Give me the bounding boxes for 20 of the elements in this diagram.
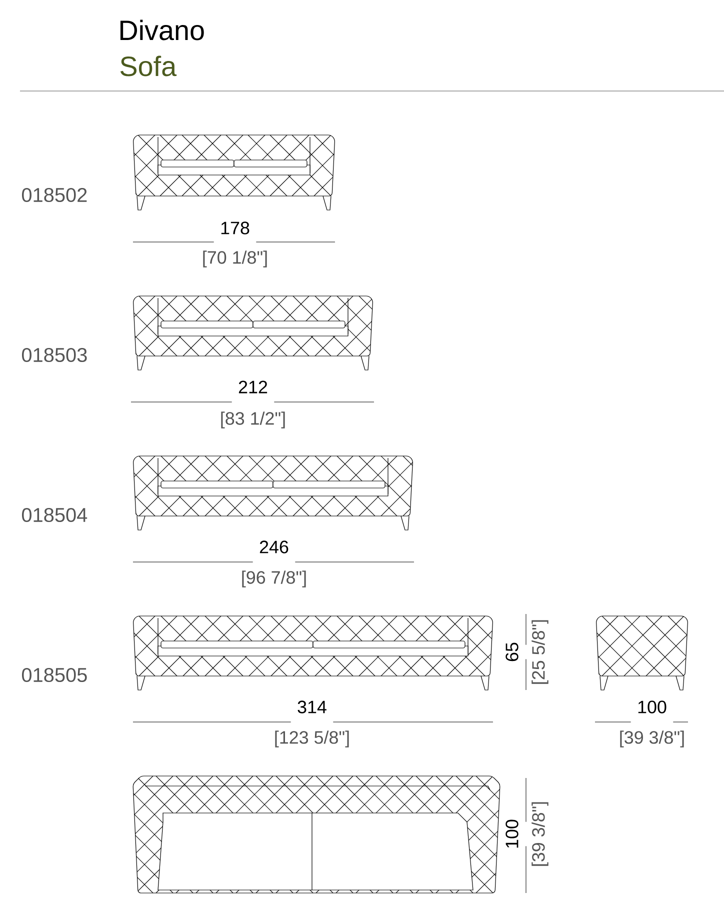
subtitle: Sofa: [120, 56, 177, 76]
model-code: 018505: [22, 668, 87, 682]
model-code: 018504: [22, 508, 88, 522]
model-code: 018503: [22, 348, 87, 362]
dimension-value: [39 3/8"]: [620, 730, 684, 748]
dimension-value: [39 3/8"]: [532, 802, 548, 866]
model-code: 018502: [22, 188, 87, 202]
title: Divano: [120, 20, 204, 40]
dimension-value: [123 5/8"]: [275, 730, 349, 748]
dimension-value: [83 1/2"]: [221, 412, 285, 428]
dimension-value: 100: [638, 700, 666, 714]
dimension-value: 212: [238, 380, 268, 394]
dimension-value: [96 7/8"]: [242, 570, 306, 588]
dimension-value: 65: [506, 642, 518, 662]
dimension-value: 314: [298, 700, 326, 714]
dimension-value: 100: [506, 820, 518, 848]
dimension-value: 178: [221, 222, 250, 234]
dimension-value: 246: [260, 540, 288, 554]
dimension-value: [25 5/8"]: [532, 620, 548, 684]
dimension-value: [70 1/8"]: [203, 250, 267, 268]
